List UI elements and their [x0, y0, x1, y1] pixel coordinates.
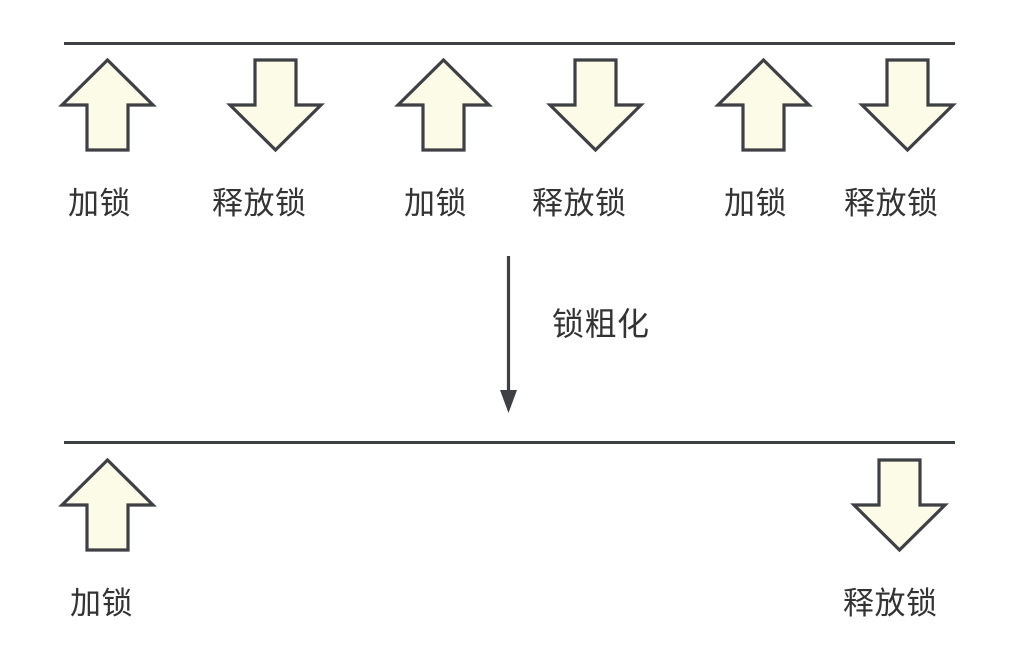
arrow-down-icon	[850, 458, 949, 553]
op-label-release-2: 释放锁	[532, 186, 627, 221]
op-label-acquire-3: 加锁	[724, 186, 787, 221]
arrow-down-icon	[858, 58, 957, 153]
transform-arrow-down-icon	[497, 254, 521, 416]
op-label-release-coarsened: 释放锁	[843, 586, 938, 621]
arrow-up-icon	[58, 57, 157, 152]
arrow-up-icon	[394, 57, 493, 152]
op-label-acquire-1: 加锁	[68, 186, 131, 221]
op-label-acquire-coarsened: 加锁	[70, 586, 133, 621]
after-timeline-rule	[64, 441, 955, 444]
op-label-acquire-2: 加锁	[404, 186, 467, 221]
arrow-down-icon	[546, 58, 645, 153]
arrow-down-icon	[226, 58, 325, 153]
arrow-up-icon	[714, 57, 813, 152]
op-label-release-3: 释放锁	[844, 186, 939, 221]
transform-label: 锁粗化	[552, 306, 650, 342]
before-timeline-rule	[64, 42, 955, 45]
arrow-up-icon	[58, 457, 157, 552]
op-label-release-1: 释放锁	[212, 186, 307, 221]
